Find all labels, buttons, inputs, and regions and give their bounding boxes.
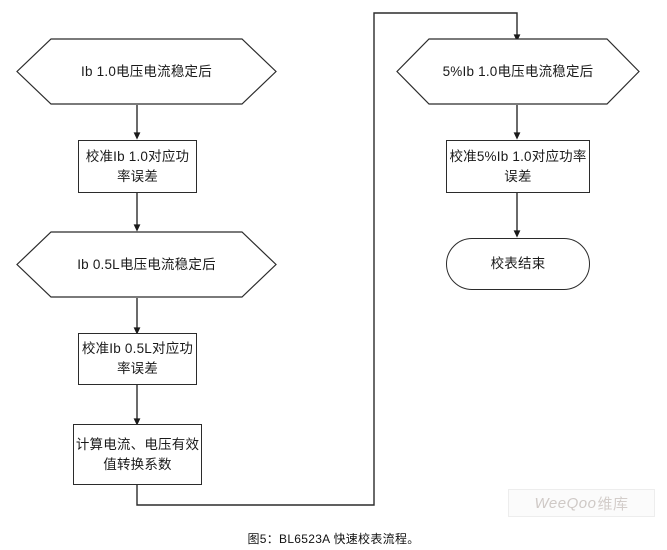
- figure-caption: 图5：BL6523A 快速校表流程。: [247, 532, 420, 546]
- hexagon-outline: [396, 38, 640, 105]
- flow-node-calibrate-ib-1-0[interactable]: 校准Ib 1.0对应功率误差: [78, 140, 197, 193]
- flow-node-label: 计算电流、电压有效值转换系数: [75, 436, 200, 472]
- flow-node-label: 校准Ib 0.5L对应功率误差: [81, 341, 194, 376]
- flow-node-label: 校表结束: [490, 256, 546, 272]
- flow-node-label: Ib 0.5L电压电流稳定后: [77, 256, 216, 272]
- flow-node-label: 校准Ib 1.0对应功率误差: [85, 148, 190, 184]
- flow-node-calibrate-ib-0-5l[interactable]: 校准Ib 0.5L对应功率误差: [78, 333, 197, 385]
- flow-node-label: Ib 1.0电压电流稳定后: [81, 63, 212, 79]
- flow-node-label: 5%Ib 1.0电压电流稳定后: [442, 63, 594, 79]
- watermark-suffix: 维库: [597, 495, 629, 513]
- flow-node-calibrate-5pct-ib-1-0[interactable]: 校准5%Ib 1.0对应功率误差: [446, 140, 590, 193]
- flow-node-calibration-end[interactable]: 校表结束: [446, 238, 590, 290]
- flow-node-compute-rms-coefficients[interactable]: 计算电流、电压有效值转换系数: [73, 424, 202, 485]
- flow-node-5pct-ib-1-0-stable[interactable]: 5%Ib 1.0电压电流稳定后: [396, 38, 640, 105]
- flow-node-ib-1-0-stable[interactable]: Ib 1.0电压电流稳定后: [16, 38, 277, 105]
- watermark-brand: WeeQoo: [534, 494, 597, 512]
- hexagon-outline: [16, 38, 277, 105]
- connector-n5-to-n6: [136, 12, 521, 506]
- flow-node-label: 校准5%Ib 1.0对应功率误差: [449, 148, 587, 184]
- flow-node-ib-0-5l-stable[interactable]: Ib 0.5L电压电流稳定后: [16, 231, 277, 298]
- hexagon-outline: [16, 231, 277, 298]
